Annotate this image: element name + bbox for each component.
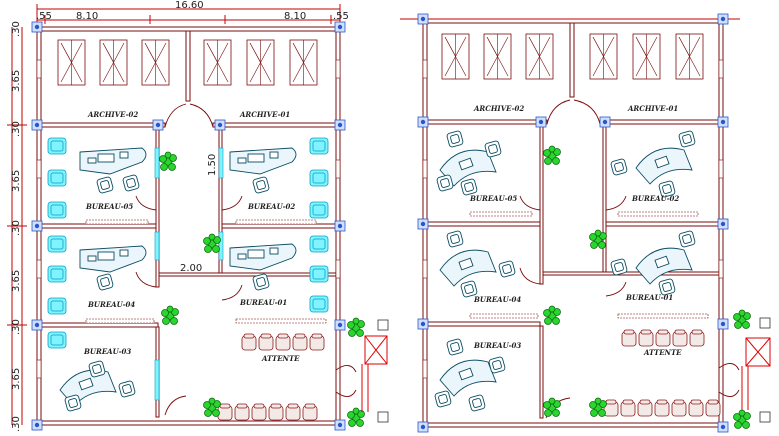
room-label-bureau-04: BUREAU-04 [87, 300, 135, 309]
room-label-archive-left: ARCHIVE-02 [87, 110, 138, 119]
dim-edge-right: .55 [333, 11, 349, 22]
dim-bay-left: 8.10 [76, 11, 98, 22]
plan-left [7, 4, 389, 431]
dim-row-4: 3.65 [11, 368, 22, 390]
room-label-bureau-04-r: BUREAU-04 [473, 295, 521, 304]
dim-row-3: 3.65 [11, 270, 22, 292]
room-label-bureau-03: BUREAU-03 [83, 347, 131, 356]
dim-wall-3: .30 [11, 220, 22, 236]
dim-row-1: 3.65 [11, 70, 22, 92]
office-furniture-right [433, 129, 697, 413]
room-label-bureau-02-r: BUREAU-02 [631, 194, 679, 203]
plan-right [400, 13, 771, 433]
waiting-chairs-right [603, 329, 721, 417]
waiting-chairs-left [217, 333, 325, 421]
room-label-attente: ATTENTE [261, 354, 300, 363]
dim-wall-2: .30 [11, 121, 22, 137]
dim-wall-5: .30 [11, 416, 22, 432]
room-label-bureau-02: BUREAU-02 [247, 202, 295, 211]
room-label-archive-left-r: ARCHIVE-02 [473, 104, 524, 113]
dim-overall-width: 16.60 [175, 0, 204, 11]
room-label-bureau-05: BUREAU-05 [85, 202, 133, 211]
dim-wall-4: .30 [11, 319, 22, 335]
dim-edge-left: .55 [36, 11, 52, 22]
room-label-bureau-05-r: BUREAU-05 [469, 194, 517, 203]
dim-row-2: 3.65 [11, 170, 22, 192]
office-furniture-left-r4 [47, 331, 137, 413]
room-label-bureau-01: BUREAU-01 [239, 298, 287, 307]
dim-wall-1: .30 [11, 21, 22, 37]
room-label-attente-r: ATTENTE [643, 348, 682, 357]
room-label-archive-right: ARCHIVE-01 [239, 110, 290, 119]
room-label-archive-right-r: ARCHIVE-01 [627, 104, 678, 113]
room-label-bureau-03-r: BUREAU-03 [473, 341, 521, 350]
dim-door-width: 1.50 [207, 154, 218, 176]
room-label-bureau-01-r: BUREAU-01 [625, 293, 673, 302]
dim-corridor-width: 2.00 [180, 263, 202, 274]
dim-bay-right: 8.10 [284, 11, 306, 22]
